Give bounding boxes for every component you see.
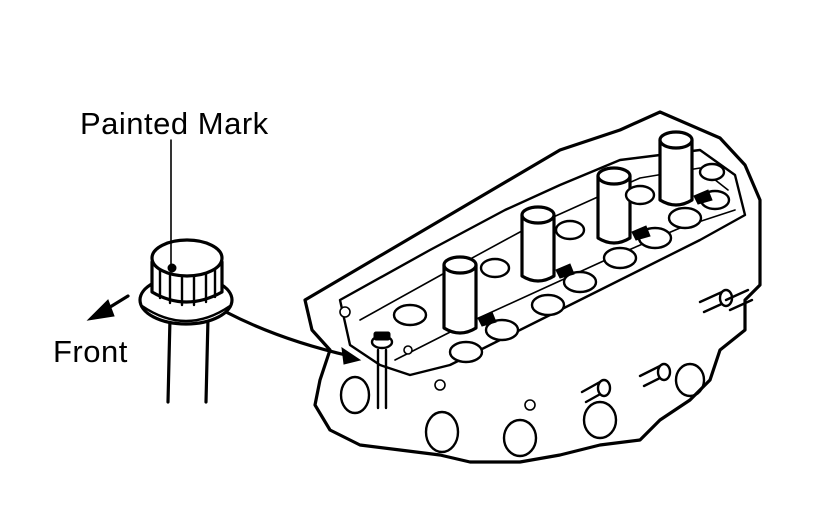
pointer-arrow-icon (224, 310, 362, 365)
bolt-shank-right-edge (204, 316, 210, 404)
side-ports (339, 362, 706, 458)
valve-lifter (442, 255, 478, 335)
bolt-detail (138, 139, 234, 404)
side-studs (580, 288, 754, 404)
bolt-flange-lower-edge (140, 304, 232, 323)
bolt-holes (339, 306, 536, 411)
head-outline (303, 110, 762, 464)
front-label: Front (53, 334, 128, 369)
cam-lobes (477, 189, 713, 327)
front-arrow-icon (86, 294, 130, 321)
valve-pockets (392, 162, 731, 364)
cylinder-head-drawing (303, 110, 762, 464)
head-deck (338, 148, 747, 377)
painted-mark-label: Painted Mark (80, 106, 269, 141)
valve-lifters (442, 130, 694, 335)
valve-lifter (658, 130, 694, 207)
valve-lifter (520, 205, 556, 283)
installed-bolt (370, 331, 394, 410)
bolt-shank-left-edge (166, 316, 172, 404)
bolt-head-flutes (158, 265, 217, 307)
bolt-head-top (150, 238, 224, 278)
painted-mark-dot (167, 263, 177, 273)
valve-lifter (596, 166, 632, 245)
